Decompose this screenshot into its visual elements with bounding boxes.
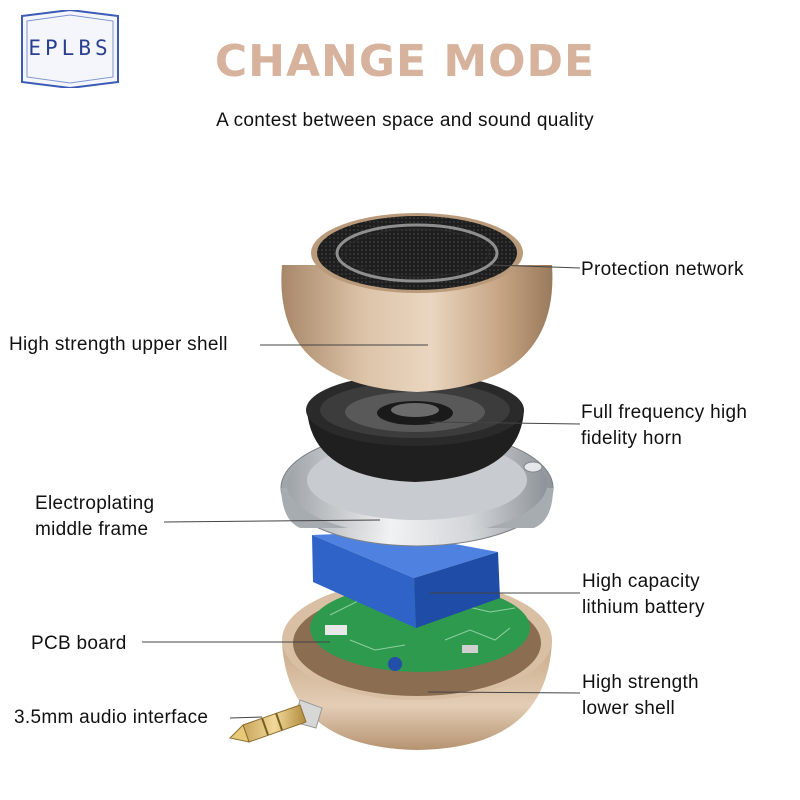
- label-horn-line2: fidelity horn: [581, 428, 683, 449]
- lower-shell: [282, 580, 552, 750]
- label-horn-line1: Full frequency high: [581, 402, 748, 423]
- label-pcb-board: PCB board: [31, 633, 127, 654]
- page-subtitle: A contest between space and sound qualit…: [216, 110, 594, 131]
- leader-lines: [142, 264, 581, 719]
- label-battery-line1: High capacity: [582, 571, 700, 592]
- label-upper-shell: High strength upper shell: [9, 334, 228, 355]
- upper-shell: [281, 213, 553, 392]
- label-protection-network: Protection network: [581, 259, 744, 280]
- label-middle-frame-line1: Electroplating: [35, 493, 155, 514]
- audio-jack: [228, 699, 323, 743]
- label-battery-line2: lithium battery: [582, 597, 705, 618]
- brand-logo: [21, 10, 119, 88]
- label-lower-shell-line2: lower shell: [582, 698, 676, 719]
- page-title: CHANGE MODE: [214, 36, 596, 87]
- brand-logo-text: EPLBS: [28, 36, 112, 60]
- label-audio-interface: 3.5mm audio interface: [14, 707, 209, 728]
- label-middle-frame-line2: middle frame: [35, 519, 149, 540]
- label-lower-shell-line1: High strength: [582, 672, 699, 693]
